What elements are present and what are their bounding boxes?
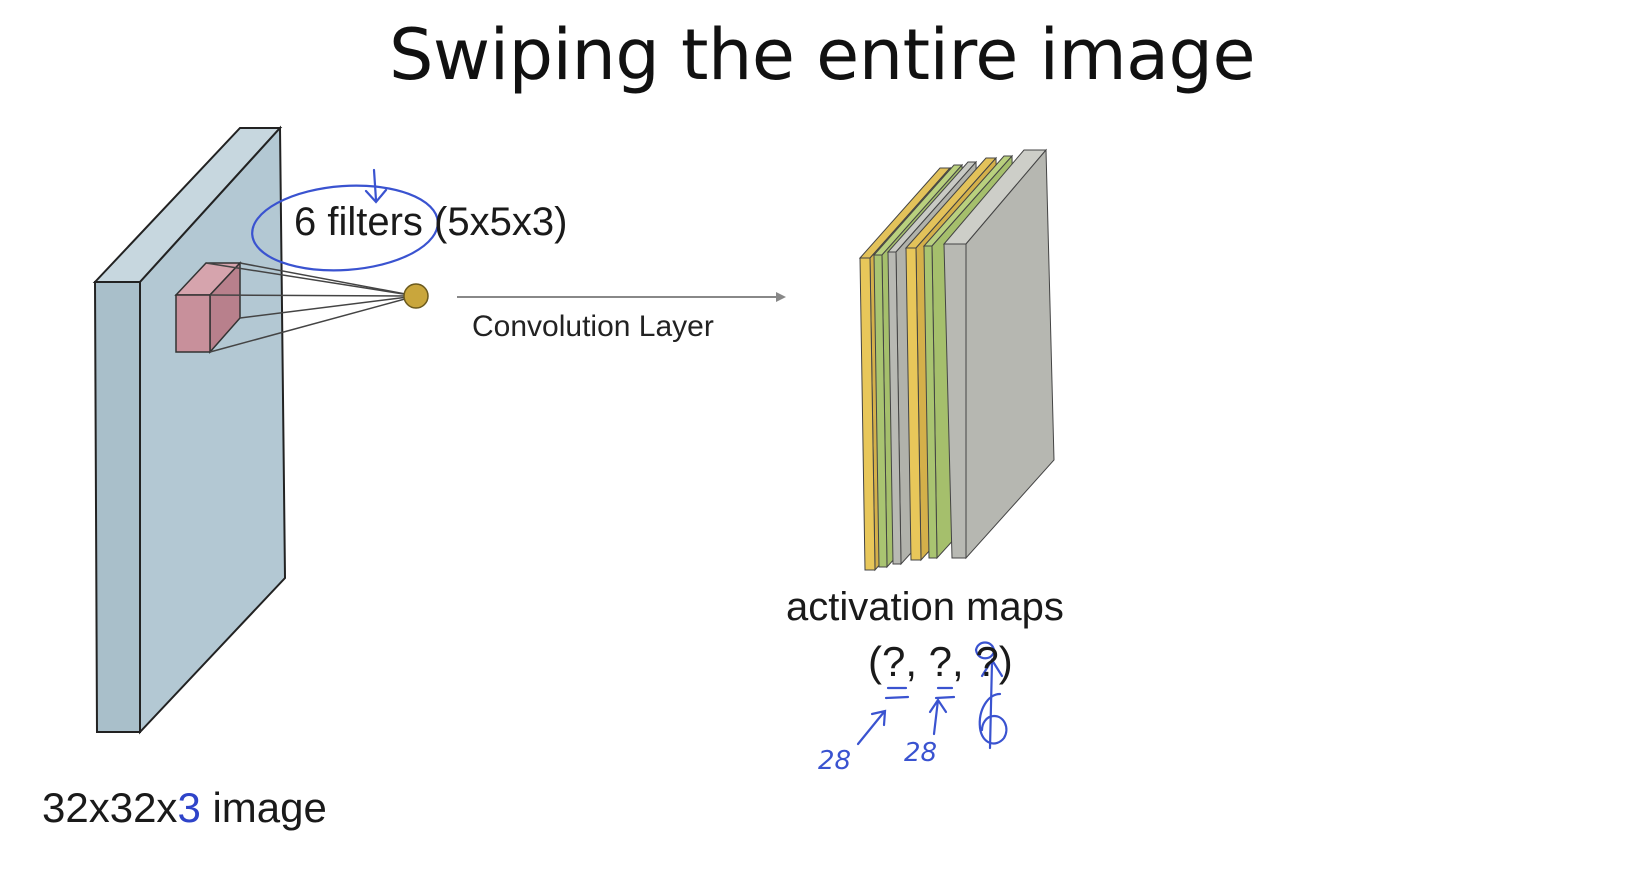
- dim2-underline: [934, 686, 956, 700]
- input-image-label: 32x32x3 image: [42, 784, 327, 832]
- dim1-underline: [884, 686, 910, 700]
- dim3-circle-mark: [974, 641, 996, 660]
- annotation-dim2: 28: [904, 738, 938, 768]
- output-neuron: [403, 283, 429, 309]
- convolution-arrow: [457, 292, 786, 302]
- filters-down-arrow: [364, 168, 388, 204]
- image-suffix: image: [200, 784, 327, 831]
- filter-size: (5x5x3): [422, 200, 568, 244]
- dim2-arrow: [928, 698, 948, 736]
- filter-cube-front: [175, 294, 211, 353]
- activation-maps-stack: [858, 148, 1055, 572]
- image-channels: 3: [177, 784, 201, 831]
- filters-label: 6 filters (5x5x3): [294, 200, 567, 245]
- receptive-field-lines: [205, 262, 417, 353]
- dim3-six: [978, 692, 1008, 745]
- slide-title: Swiping the entire image: [388, 14, 1256, 96]
- image-dims-prefix: 32x32x: [42, 784, 178, 831]
- filters-circle: [251, 184, 439, 272]
- filters-count: 6 filters: [294, 200, 423, 244]
- activation-map-6: [942, 148, 1055, 560]
- dim3-arrow: [980, 657, 1004, 750]
- input-image-front-face: [93, 281, 141, 733]
- convolution-layer-label: Convolution Layer: [472, 310, 714, 343]
- input-image-volume: [92, 125, 287, 735]
- annotation-dim3: 6: [1010, 690, 1011, 691]
- activation-maps-dims: (?, ?, ?): [868, 638, 1013, 685]
- dim1-arrow: [856, 709, 887, 746]
- annotation-dim1: 28: [818, 746, 852, 776]
- handwritten-annotations: [251, 168, 1008, 750]
- activation-maps-label: activation maps: [786, 585, 1064, 629]
